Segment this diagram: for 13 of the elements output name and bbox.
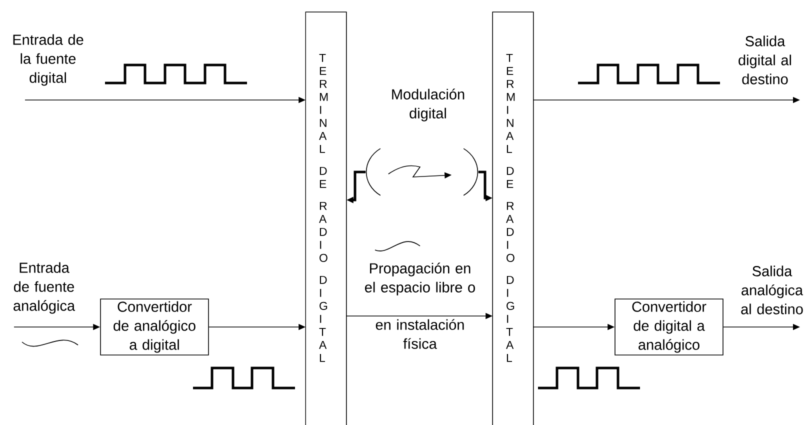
edge-label: Modulación digital — [392, 88, 464, 122]
terminal-box: TERMINAL DE RADIO DIGITAL — [305, 12, 347, 425]
edge-label: Entrada de la fuente digital — [13, 34, 84, 86]
antenna-dish — [366, 148, 381, 196]
text-label: en instalación física — [376, 319, 464, 349]
edge-label: Entrada de fuente analógica — [14, 262, 76, 314]
process-box: Convertidor de digital a analógico — [614, 298, 724, 356]
edge-label: Salida digital al destino — [738, 36, 792, 84]
terminal-box: TERMINAL DE RADIO DIGITAL — [492, 12, 534, 425]
process-box: Convertidor de analógico a digital — [100, 298, 209, 356]
edge-label: Propagación en el espacio libre o — [365, 262, 475, 296]
edge-label: Salida analógica al destino — [741, 266, 804, 314]
antenna-dish — [463, 148, 478, 196]
